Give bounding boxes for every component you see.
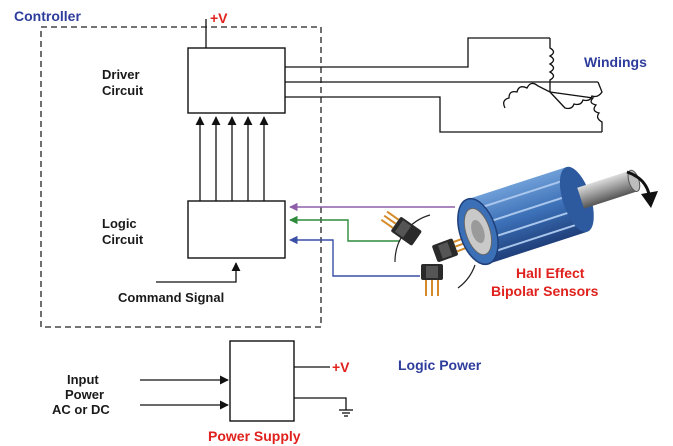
power-supply-caption: Power Supply xyxy=(208,428,301,444)
driver-supply-label: +V xyxy=(210,10,228,26)
input-power-label-3: AC or DC xyxy=(52,402,110,417)
logic-circuit-label-1: Logic xyxy=(102,216,137,231)
hall-sensor-3 xyxy=(421,264,443,296)
rotation-arrow xyxy=(626,170,651,195)
supply-output-label: +V xyxy=(332,359,350,375)
rotor xyxy=(457,166,641,266)
input-power-label-1: Input xyxy=(67,372,99,387)
windings-label: Windings xyxy=(584,54,647,70)
hall-sensor-1 xyxy=(380,210,422,246)
command-signal-label: Command Signal xyxy=(118,290,224,305)
hall-feedback-wire-blue xyxy=(289,235,420,277)
power-supply-box xyxy=(229,340,295,422)
ground-wire xyxy=(294,397,347,410)
input-power-label-2: Power xyxy=(65,387,104,402)
logic-to-driver-signals xyxy=(195,116,269,201)
command-signal-wire xyxy=(156,262,241,283)
hall-sensors-label-2: Bipolar Sensors xyxy=(491,283,599,299)
driver-circuit-label-1: Driver xyxy=(102,67,140,82)
logic-power-label: Logic Power xyxy=(398,357,482,373)
driver-circuit-label-2: Circuit xyxy=(102,83,144,98)
motor-windings xyxy=(503,38,603,132)
rotation-arrow-head xyxy=(641,191,658,208)
hall-sensors-label-1: Hall Effect xyxy=(516,265,585,281)
hall-feedback-wire-green xyxy=(289,215,400,242)
logic-circuit-box xyxy=(187,200,286,259)
winding-drive-wires xyxy=(285,37,602,133)
controller-boundary xyxy=(40,26,322,328)
controller-title: Controller xyxy=(14,8,81,24)
ground-icon xyxy=(339,409,353,417)
driver-circuit-box xyxy=(187,47,286,114)
logic-circuit-label-2: Circuit xyxy=(102,232,144,247)
rotor-shaft xyxy=(577,170,638,209)
